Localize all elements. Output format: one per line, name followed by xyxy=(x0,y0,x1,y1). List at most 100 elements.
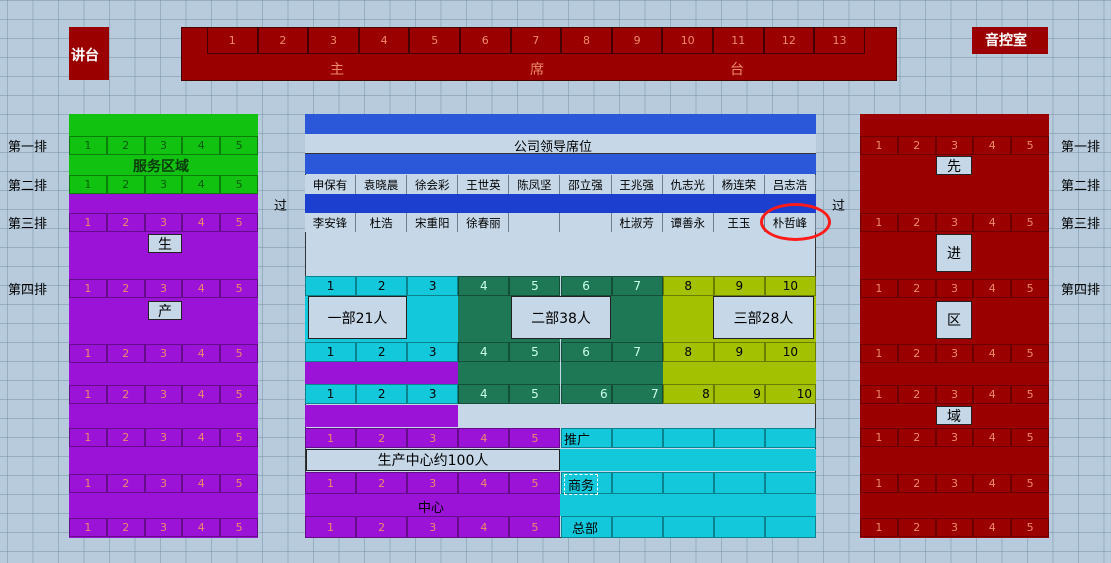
left-seat: 1 xyxy=(69,279,107,298)
leader-name-row3: 宋重阳 xyxy=(407,213,459,232)
left-seat: 4 xyxy=(182,385,221,404)
left-seat: 5 xyxy=(220,344,258,363)
left-seat: 4 xyxy=(182,428,221,447)
right-seat: 3 xyxy=(935,474,974,493)
main-stage-seat: 4 xyxy=(358,27,410,54)
main-stage-seat: 7 xyxy=(510,27,562,54)
dept-body xyxy=(560,362,612,384)
dept-body xyxy=(713,362,765,384)
dept-seat: 8 xyxy=(662,384,714,404)
left-seat: 4 xyxy=(182,213,221,232)
right-seat: 2 xyxy=(897,279,936,298)
right-seat: 2 xyxy=(897,213,936,232)
bottom-seat-row3: 4 xyxy=(458,516,510,538)
dept-seat: 4 xyxy=(458,342,510,362)
bottom-seat-row1 xyxy=(662,428,714,448)
right-seat: 3 xyxy=(935,213,974,232)
dept-seat: 9 xyxy=(713,384,765,404)
right-seat: 4 xyxy=(973,385,1012,404)
right-seat: 4 xyxy=(973,279,1012,298)
right-seat: 2 xyxy=(897,474,936,493)
production-label: 生产中心约100人 xyxy=(306,449,560,471)
leader-name-row3: 王玉 xyxy=(713,213,765,232)
bottom-seat-row1: 3 xyxy=(407,428,459,448)
left-seat: 4 xyxy=(182,474,221,493)
left-seat: 2 xyxy=(106,136,145,155)
left-seat: 2 xyxy=(106,385,145,404)
bottom-cyan-b xyxy=(560,494,816,516)
right-seat: 1 xyxy=(860,385,898,404)
center-bar-3 xyxy=(305,194,816,213)
dept-seat: 3 xyxy=(407,276,459,296)
leader-name-row2: 王世英 xyxy=(458,175,510,194)
dept-seat: 6 xyxy=(560,342,612,362)
bottom-seat-row1: 1 xyxy=(305,428,357,448)
right-seat: 4 xyxy=(973,428,1012,447)
leader-name-row3: 谭善永 xyxy=(662,213,714,232)
dept-seat: 8 xyxy=(662,276,714,296)
main-stage-seat: 5 xyxy=(409,27,460,54)
left-seat: 3 xyxy=(144,344,183,363)
bottom-seat-row1 xyxy=(611,428,663,448)
row-label-3-right: 第三排 xyxy=(1061,217,1101,232)
left-seat: 5 xyxy=(220,428,258,447)
podium-block xyxy=(69,27,109,80)
dept-body xyxy=(407,296,459,342)
right-seat: 2 xyxy=(897,344,936,363)
podium-label: 讲台 xyxy=(71,48,99,64)
right-seat: 3 xyxy=(935,385,974,404)
left-seat: 5 xyxy=(220,175,258,194)
bottom-seat-row2 xyxy=(662,472,714,494)
main-stage-title-char: 席 xyxy=(530,62,544,78)
left-seat: 2 xyxy=(106,474,145,493)
right-zone-char-jin: 进 xyxy=(936,234,972,272)
main-stage-seat: 10 xyxy=(662,27,713,54)
dept-body xyxy=(764,362,816,384)
leader-name-row2: 徐会彩 xyxy=(407,175,459,194)
right-seat: 2 xyxy=(897,136,936,155)
right-seat: 1 xyxy=(860,474,898,493)
left-seat: 1 xyxy=(69,175,107,194)
left-seat: 4 xyxy=(182,279,221,298)
bottom-seat-row3 xyxy=(662,516,714,538)
bottom-seat-row3 xyxy=(764,516,816,538)
business-label: 商务 xyxy=(564,474,599,495)
dept2-label: 二部38人 xyxy=(511,296,611,339)
bottom-seat-row2 xyxy=(611,472,663,494)
main-stage-seat: 6 xyxy=(460,27,511,54)
right-seat: 1 xyxy=(860,136,898,155)
right-seat: 4 xyxy=(973,136,1012,155)
dept-seat: 5 xyxy=(509,384,561,404)
dept-seat: 10 xyxy=(764,384,816,404)
dept-seat: 10 xyxy=(764,342,816,362)
leader-name-row3: 李安锋 xyxy=(305,213,357,232)
bottom-purple-a xyxy=(305,405,458,427)
bottom-cyan-a xyxy=(560,449,816,471)
right-seat: 2 xyxy=(897,428,936,447)
left-seat: 2 xyxy=(106,175,145,194)
left-seat: 2 xyxy=(106,344,145,363)
leader-name-row2: 申保有 xyxy=(305,175,357,194)
right-zone-char-yu: 域 xyxy=(936,406,972,425)
left-seat: 4 xyxy=(182,344,221,363)
left-seat: 5 xyxy=(220,474,258,493)
bottom-seat-row1: 2 xyxy=(356,428,408,448)
bottom-seat-row2: 5 xyxy=(509,472,561,494)
bottom-seat-row1 xyxy=(560,428,612,448)
bottom-seat-row3: 3 xyxy=(407,516,459,538)
dept-seat: 3 xyxy=(407,342,459,362)
bottom-seat-row2 xyxy=(713,472,765,494)
right-seat: 2 xyxy=(897,518,936,537)
leader-name-row2: 袁晓晨 xyxy=(356,175,408,194)
dept-seat: 9 xyxy=(713,276,765,296)
right-zone-char-qu: 区 xyxy=(936,301,972,339)
right-seat: 3 xyxy=(935,344,974,363)
sound-room-label: 音控室 xyxy=(985,33,1027,49)
row-label-4-right: 第四排 xyxy=(1061,283,1101,298)
right-seat: 4 xyxy=(973,344,1012,363)
right-seat: 3 xyxy=(935,279,974,298)
right-seat: 4 xyxy=(973,213,1012,232)
right-seat: 1 xyxy=(860,213,898,232)
bottom-seat-row1: 4 xyxy=(458,428,510,448)
dept-seat: 7 xyxy=(611,342,663,362)
